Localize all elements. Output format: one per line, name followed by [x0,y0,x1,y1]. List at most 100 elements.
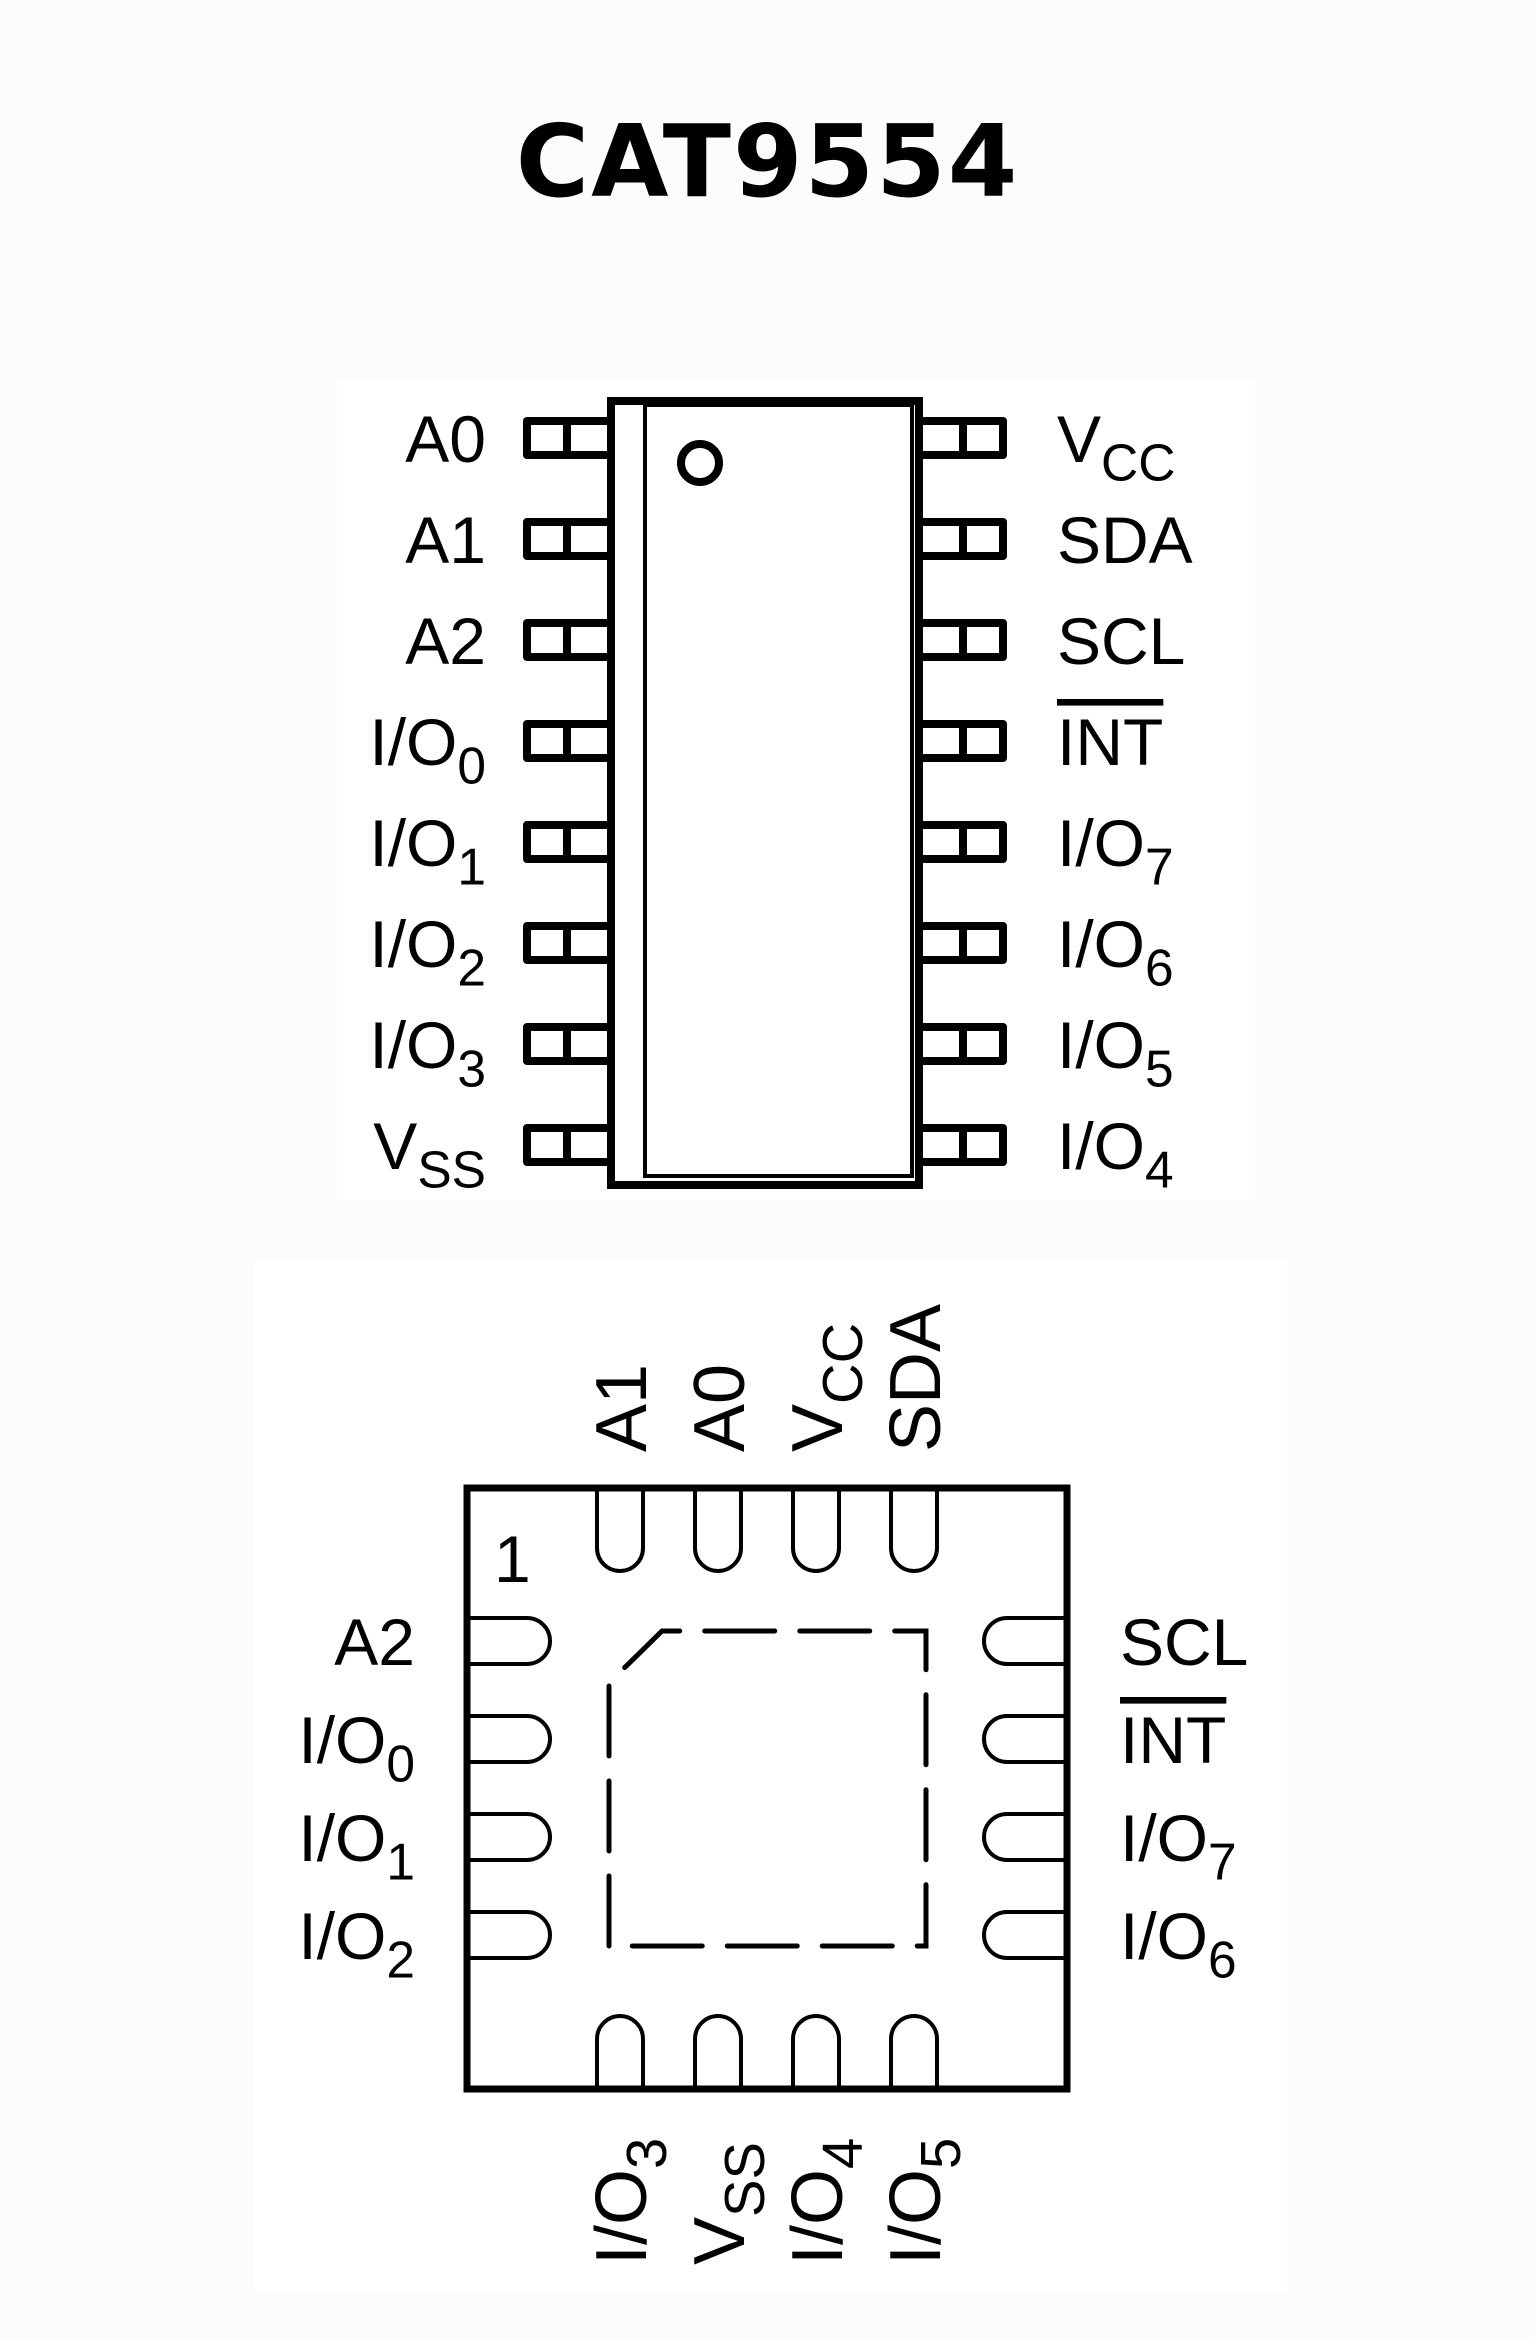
pin-label-sda: SDA [1057,503,1193,577]
pin-subscript: 1 [457,837,486,895]
pad-icon [470,1812,552,1862]
qfn-right-pin-int: INT [982,1703,1226,1777]
soic-pin-io7: I/O7 [923,806,1174,895]
pin-label-io5: I/O5 [876,2138,972,2265]
pin-label-sda: SDA [876,1304,956,1452]
pin-subscript: 3 [457,1039,486,1097]
pin-name: SCL [1120,1605,1248,1679]
soic-pin-io5: I/O5 [923,1008,1174,1097]
pin-label-io3: I/O3 [369,1008,486,1097]
pin-label-a0: A0 [405,402,486,476]
soic-pin-io3: I/O3 [369,1008,607,1097]
pin-label-a1: A1 [582,1364,662,1452]
pin-subscript: 5 [909,2138,972,2169]
pin-name: V [680,2217,760,2265]
pin-lead-icon [523,1023,607,1065]
pin-name: I/O [298,1899,386,1973]
pin-lead-icon [923,518,1007,560]
pin-label-vcc: VCC [778,1323,874,1452]
soic-pin-io6: I/O6 [923,907,1174,996]
part-number-title: CAT9554 [515,103,1020,220]
pin-label-io0: I/O0 [298,1703,415,1792]
pin-name: I/O [1120,1801,1208,1875]
pin-label-scl: SCL [1057,604,1185,678]
pin-name: I/O [369,1008,457,1082]
qfn-pin1-label: 1 [494,1522,531,1596]
pin-name: INT [1120,1703,1226,1777]
qfn-top-pin-a1: A1 [582,1364,662,1573]
pad-icon [982,1910,1064,1960]
pin-name: I/O [1057,1109,1145,1183]
pin-lead-icon [523,417,607,459]
pin-subscript: CC [1101,433,1175,491]
pin1-marker-icon [677,440,723,486]
pad-icon [470,1910,552,1960]
pad-icon [595,2014,645,2086]
pad-icon [889,1491,939,1573]
pad-icon [982,1714,1064,1764]
pin-label-a2: A2 [334,1605,415,1679]
pin-name: SDA [1057,503,1193,577]
pin-lead-icon [523,922,607,964]
pin-subscript: 6 [1145,938,1174,996]
pin-name: A0 [680,1364,760,1452]
pin-label-scl: SCL [1120,1605,1248,1679]
pad-icon [470,1714,552,1764]
pin-label-io1: I/O1 [369,806,486,895]
pad-icon [595,1491,645,1573]
pin-label-vcc: VCC [1057,402,1175,491]
pin-name: V [373,1109,417,1183]
pad-icon [470,1616,552,1666]
qfn-bottom-pin-vss: VSS [680,2014,776,2265]
pin-subscript: 2 [457,938,486,996]
soic-pin-io1: I/O1 [369,806,607,895]
pin-lead-icon [523,720,607,762]
qfn-right-pin-io7: I/O7 [982,1801,1237,1890]
pin-lead-icon [923,821,1007,863]
soic-pin-io2: I/O2 [369,907,607,996]
pin-name: I/O [1057,1008,1145,1082]
qfn-bottom-pin-io5: I/O5 [876,2014,972,2265]
pin-name: I/O [298,1801,386,1875]
pin-label-int: INT [1120,1703,1226,1777]
pin-subscript: 6 [1208,1930,1237,1988]
pin-name: I/O [298,1703,386,1777]
soic-body-outline [607,397,923,1189]
qfn-top-pin-sda: SDA [876,1304,956,1573]
pin-name: I/O [1057,806,1145,880]
pin-lead-icon [923,922,1007,964]
pin-label-io6: I/O6 [1057,907,1174,996]
pin-label-a2: A2 [405,604,486,678]
soic-pin-io4: I/O4 [923,1109,1174,1198]
pad-icon [982,1812,1064,1862]
pin-name: I/O [1057,907,1145,981]
pin-subscript: SS [713,2142,776,2217]
pin-label-vss: VSS [373,1109,486,1198]
pin-label-io2: I/O2 [369,907,486,996]
pad-icon [791,1491,841,1573]
pin-name: I/O [369,705,457,779]
qfn-left-pin-a2: A2 [334,1605,552,1679]
pin-name: I/O [369,806,457,880]
pin-name: V [1057,402,1101,476]
pin-label-io0: I/O0 [369,705,486,794]
pin-lead-icon [923,1124,1007,1166]
pin-lead-icon [923,417,1007,459]
qfn-body-outline [463,1484,1071,2093]
pin-subscript: 7 [1145,837,1174,895]
pin-lead-icon [923,1023,1007,1065]
qfn-left-pin-io2: I/O2 [298,1899,552,1988]
pad-icon [693,2014,743,2086]
pin-label-io3: I/O3 [582,2138,678,2265]
pin-subscript: 1 [386,1832,415,1890]
soic-package: A0A1A2I/O0I/O1I/O2I/O3VSSVCCSDASCLINTI/O… [369,397,1193,1198]
qfn-left-pin-io1: I/O1 [298,1801,552,1890]
pin-name: I/O [369,907,457,981]
pin-subscript: 3 [615,2138,678,2169]
pin-name: A2 [334,1605,415,1679]
soic-pin-int: INT [923,705,1163,779]
soic-pin-sda: SDA [923,503,1193,577]
pin-label-io5: I/O5 [1057,1008,1174,1097]
pin-subscript: 0 [457,736,486,794]
